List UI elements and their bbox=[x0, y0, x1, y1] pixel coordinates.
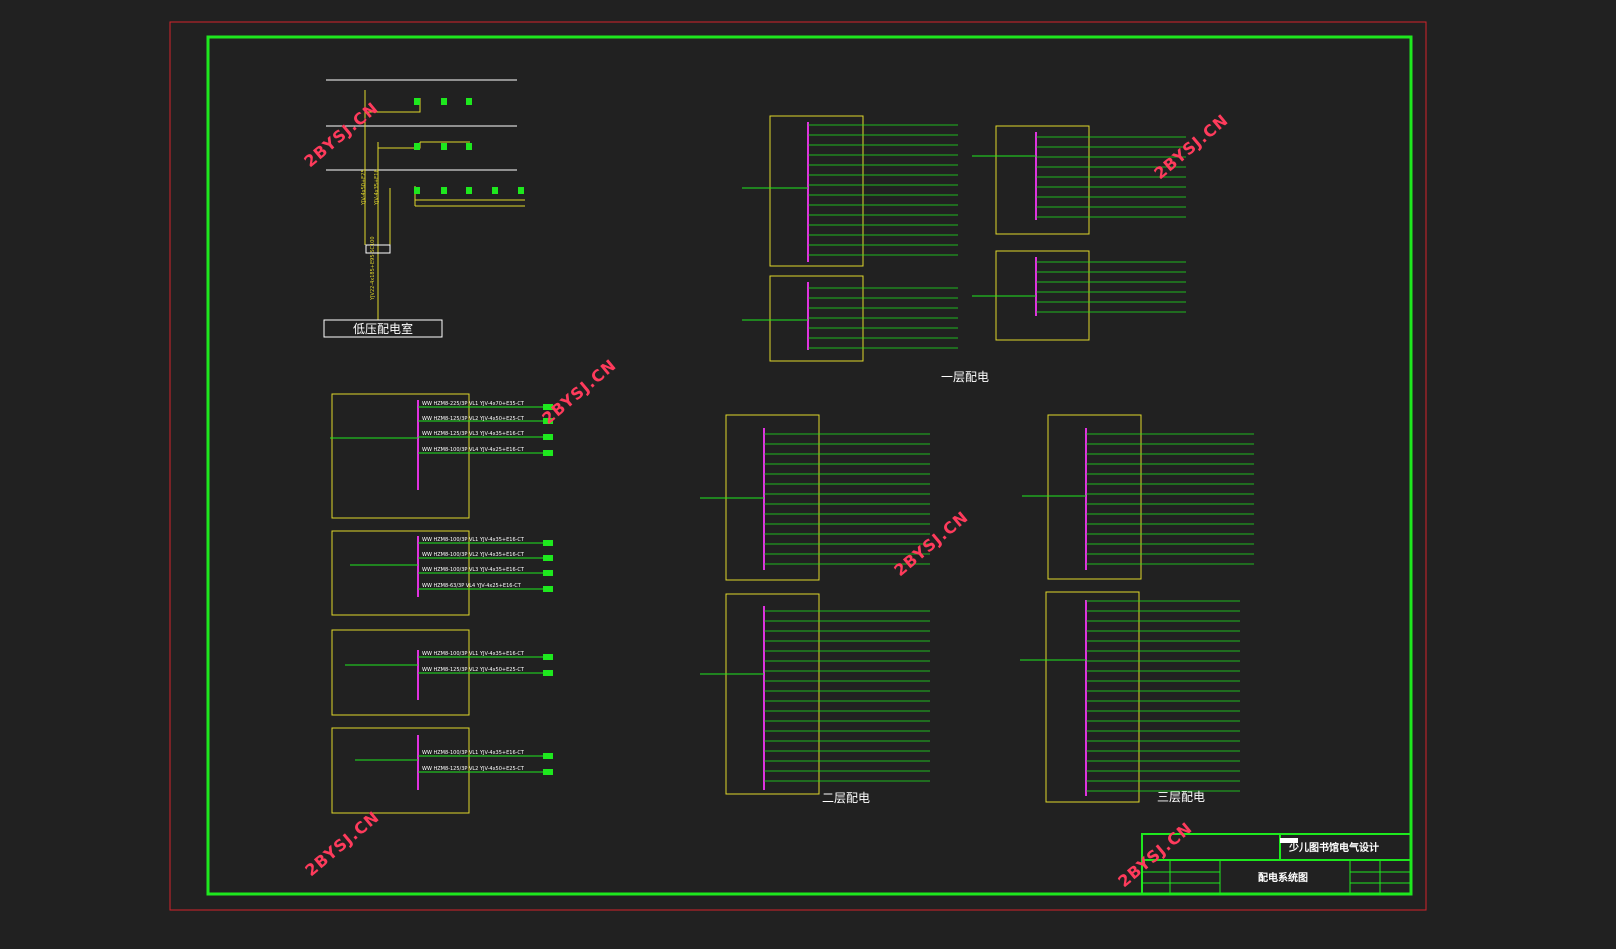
floor2-circuits bbox=[764, 433, 930, 782]
floor1-circuits bbox=[808, 124, 1186, 349]
floor3-panels bbox=[1020, 414, 1142, 803]
svg-text:WW HZM8-100/3P VL2 YJV-4x35+E: WW HZM8-100/3P VL2 YJV-4x35+E16-CT bbox=[422, 552, 525, 558]
watermark: 2BYSJ.CN bbox=[538, 355, 620, 428]
inner-frame bbox=[206, 35, 1413, 896]
floor2-panels bbox=[700, 414, 820, 795]
svg-text:YJV-4x50+E25: YJV-4x50+E25 bbox=[361, 169, 367, 206]
left-panels: WW HZM8-225/3P VL1 YJV-4x70+E35-CT WW HZ… bbox=[330, 393, 553, 814]
svg-text:WW HZM8-125/3P VL2 YJV-4x50+E: WW HZM8-125/3P VL2 YJV-4x50+E25-CT bbox=[422, 416, 525, 422]
svg-text:YJV-4x35+E16: YJV-4x35+E16 bbox=[374, 169, 380, 206]
svg-text:WW HZM8-100/3P VL1 YJV-4x35+E: WW HZM8-100/3P VL1 YJV-4x35+E16-CT bbox=[422, 750, 525, 756]
floor3-circuits bbox=[1086, 433, 1254, 792]
riser-diagram: YJV-4x50+E25 YJV-4x35+E16 YJV22-4x185+E9… bbox=[323, 79, 525, 338]
svg-text:YJV22-4x185+E95-SC100: YJV22-4x185+E95-SC100 bbox=[370, 236, 376, 301]
project-title: 少儿图书馆电气设计 bbox=[1288, 841, 1379, 854]
outer-frame bbox=[169, 21, 1427, 911]
floor1-panels bbox=[742, 115, 1090, 362]
svg-text:WW HZM8-125/3P VL2 YJV-4x50+E: WW HZM8-125/3P VL2 YJV-4x50+E25-CT bbox=[422, 667, 525, 673]
svg-text:WW HZM8-100/3P VL1 YJV-4x35+E: WW HZM8-100/3P VL1 YJV-4x35+E16-CT bbox=[422, 651, 525, 657]
title-block bbox=[1141, 833, 1412, 895]
floor2-label: 二层配电 bbox=[822, 791, 870, 805]
watermark: 2BYSJ.CN bbox=[301, 807, 383, 880]
svg-text:WW HZM8-100/3P VL4 YJV-4x25+E: WW HZM8-100/3P VL4 YJV-4x25+E16-CT bbox=[422, 447, 525, 453]
svg-text:WW HZM8-100/3P VL1 YJV-4x35+E: WW HZM8-100/3P VL1 YJV-4x35+E16-CT bbox=[422, 537, 525, 543]
low-voltage-room-label: 低压配电室 bbox=[353, 321, 413, 336]
floor1-label: 一层配电 bbox=[941, 370, 989, 384]
floor3-label: 三层配电 bbox=[1157, 790, 1205, 804]
svg-text:WW HZM8-125/3P VL3 YJV-4x35+E: WW HZM8-125/3P VL3 YJV-4x35+E16-CT bbox=[422, 431, 525, 437]
svg-text:WW HZM8-125/3P VL2 YJV-4x50+E: WW HZM8-125/3P VL2 YJV-4x50+E25-CT bbox=[422, 766, 525, 772]
svg-text:WW HZM8-63/3P VL4 YJV-4x25+E: WW HZM8-63/3P VL4 YJV-4x25+E16-CT bbox=[422, 583, 522, 589]
drawing-title: 配电系统图 bbox=[1258, 871, 1308, 884]
watermark: 2BYSJ.CN bbox=[1114, 818, 1196, 891]
watermark: 2BYSJ.CN bbox=[300, 98, 382, 171]
svg-text:WW HZM8-100/3P VL3 YJV-4x35+E: WW HZM8-100/3P VL3 YJV-4x35+E16-CT bbox=[422, 567, 525, 573]
svg-text:WW HZM8-225/3P VL1 YJV-4x70+E: WW HZM8-225/3P VL1 YJV-4x70+E35-CT bbox=[422, 401, 525, 407]
